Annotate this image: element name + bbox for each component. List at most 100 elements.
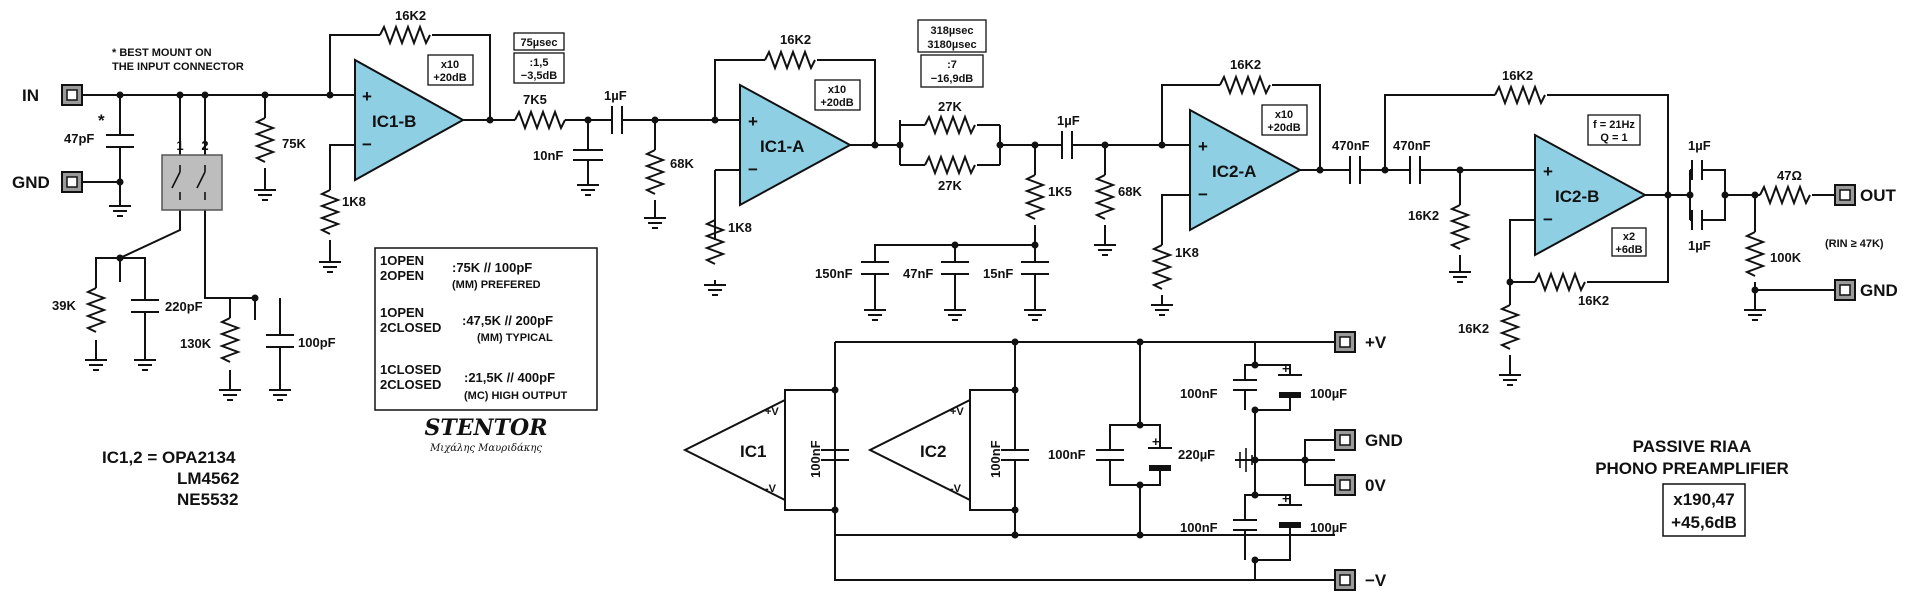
svg-text:1CLOSED: 1CLOSED bbox=[380, 362, 441, 377]
r-16k2-top-s4-label: 16K2 bbox=[1502, 68, 1533, 83]
brand-signature: Μιχάλης Μαυριδάκης bbox=[429, 443, 542, 454]
r-16k2-s2 bbox=[764, 49, 816, 71]
svg-text:2CLOSED: 2CLOSED bbox=[380, 377, 441, 392]
power-wiring bbox=[784, 341, 1335, 581]
opamp-ic1b bbox=[354, 58, 466, 182]
tc-box-s2 bbox=[917, 19, 987, 53]
db-s2: −16,9dB bbox=[931, 73, 974, 85]
db-s1: −3,5dB bbox=[521, 70, 557, 82]
r-1k8-s2 bbox=[704, 219, 726, 265]
r-16k2-top-s4 bbox=[1494, 84, 1546, 106]
r-16k2-gnd-s3-label: 16K2 bbox=[1408, 208, 1439, 223]
star-mark: * bbox=[98, 111, 105, 130]
ic1-label: IC1 bbox=[740, 442, 766, 461]
r-27k-a-label: 27K bbox=[938, 99, 962, 114]
ic1-pv: +V bbox=[765, 406, 779, 418]
c-220u-plus: + bbox=[1152, 434, 1160, 449]
r-16k2-gnd-s4 bbox=[1499, 304, 1521, 350]
c-470n-a-label: 470nF bbox=[1332, 138, 1370, 153]
svg-text:1OPEN: 1OPEN bbox=[380, 305, 424, 320]
gain-box-s4 bbox=[1611, 227, 1647, 257]
dip-switch bbox=[161, 154, 223, 211]
r-16k2-s2-label: 16K2 bbox=[780, 32, 811, 47]
switch-contacts bbox=[171, 165, 206, 200]
r-16k2-fb-s4-label: 16K2 bbox=[1578, 293, 1609, 308]
r-130k bbox=[219, 317, 241, 363]
r-68k-s1-label: 68K bbox=[670, 156, 694, 171]
c-100u-bot-neg bbox=[1279, 522, 1301, 528]
ics-line1: IC1,2 = OPA2134 bbox=[102, 448, 236, 467]
c-1u-s2-label: 1µF bbox=[1057, 113, 1080, 128]
stage4-wiring bbox=[1384, 94, 1835, 375]
c-100p-label: 100pF bbox=[298, 335, 336, 350]
note-line2: THE INPUT CONNECTOR bbox=[112, 61, 244, 73]
brand-logo: STENTOR bbox=[425, 415, 548, 441]
r-100k-label: 100K bbox=[1770, 250, 1802, 265]
c-100u-top-label: 100µF bbox=[1310, 386, 1347, 401]
c-100u-bot-plus: + bbox=[1282, 491, 1290, 506]
r-7k5-label: 7K5 bbox=[523, 92, 547, 107]
zero-v-label: 0V bbox=[1365, 476, 1386, 495]
ic1b-plus: + bbox=[362, 87, 372, 106]
option-row-2: 1OPEN 2CLOSED :47,5K // 200pF (MM) TYPIC… bbox=[380, 305, 553, 344]
ic2a-label: IC2-A bbox=[1212, 162, 1256, 181]
ic2b-label: IC2-B bbox=[1555, 187, 1599, 206]
ic1b-minus: − bbox=[362, 135, 372, 154]
input-wiring bbox=[82, 94, 330, 390]
r-16k2-gnd-s4-label: 16K2 bbox=[1458, 321, 1489, 336]
gain-box-s2 bbox=[814, 79, 861, 111]
minus-v-label: −V bbox=[1365, 571, 1387, 590]
ics-line2: LM4562 bbox=[177, 469, 239, 488]
ic2-nv: -V bbox=[950, 483, 962, 495]
c-220p-label: 220pF bbox=[165, 299, 203, 314]
option-row-3: 1CLOSED 2CLOSED :21,5K // 400pF (MC) HIG… bbox=[380, 362, 568, 402]
gain-total-box bbox=[1662, 483, 1746, 537]
ic1-power-symbol bbox=[682, 398, 786, 502]
gain2-s2: +20dB bbox=[820, 97, 853, 109]
ic1b-label: IC1-B bbox=[372, 112, 416, 131]
title-line1: PASSIVE RIAA bbox=[1633, 437, 1752, 456]
minus-v-terminal bbox=[1334, 569, 1356, 591]
r-16k2-fb-s4 bbox=[1534, 271, 1586, 293]
gain-box-s1 bbox=[427, 54, 474, 86]
ratio-box-s1 bbox=[513, 52, 565, 84]
r-16k2-s1-label: 16K2 bbox=[395, 8, 426, 23]
c-470n-b-label: 470nF bbox=[1393, 138, 1431, 153]
r-1k8-s3-label: 1K8 bbox=[1175, 245, 1199, 260]
c-15n-label: 15nF bbox=[983, 266, 1013, 281]
r-130k-label: 130K bbox=[180, 336, 212, 351]
opamp-ic1a bbox=[739, 83, 853, 207]
stage1-wiring bbox=[329, 34, 740, 262]
r-27k-a bbox=[924, 114, 976, 136]
rin-label: (RIN ≥ 47K) bbox=[1825, 238, 1884, 250]
c-100u-top-plus: + bbox=[1282, 361, 1290, 376]
sw1-label: 1 bbox=[176, 138, 183, 153]
plus-v-terminal bbox=[1334, 331, 1356, 353]
ratio-s2: :7 bbox=[947, 59, 957, 71]
stage3-wiring bbox=[1161, 84, 1535, 305]
r-16k2-s3-label: 16K2 bbox=[1230, 57, 1261, 72]
c-47p-label: 47pF bbox=[64, 131, 94, 146]
gnd-ps-label: GND bbox=[1365, 431, 1403, 450]
gain2-s3: +20dB bbox=[1267, 122, 1300, 134]
gain1-s2: x10 bbox=[828, 84, 846, 96]
sw2-label: 2 bbox=[201, 138, 208, 153]
svg-text:2OPEN: 2OPEN bbox=[380, 268, 424, 283]
c-47n-label: 47nF bbox=[903, 266, 933, 281]
r-68k-s2-label: 68K bbox=[1118, 184, 1142, 199]
c-10n-label: 10nF bbox=[533, 148, 563, 163]
stage3-junctions bbox=[1158, 141, 1464, 174]
gain2-s4: +6dB bbox=[1615, 244, 1642, 256]
ic1a-minus: − bbox=[748, 160, 758, 179]
ic2a-minus: − bbox=[1198, 185, 1208, 204]
r-7k5 bbox=[514, 109, 566, 131]
gnd-ps-terminal bbox=[1334, 429, 1356, 451]
ic2a-plus: + bbox=[1198, 137, 1208, 156]
ic2b-plus: + bbox=[1543, 162, 1553, 181]
c-220u-neg bbox=[1149, 465, 1171, 471]
q-s4: Q = 1 bbox=[1600, 132, 1627, 144]
r-1k5 bbox=[1024, 174, 1046, 220]
stage4-junctions bbox=[1506, 191, 1759, 294]
tc-box-s1 bbox=[513, 32, 565, 51]
